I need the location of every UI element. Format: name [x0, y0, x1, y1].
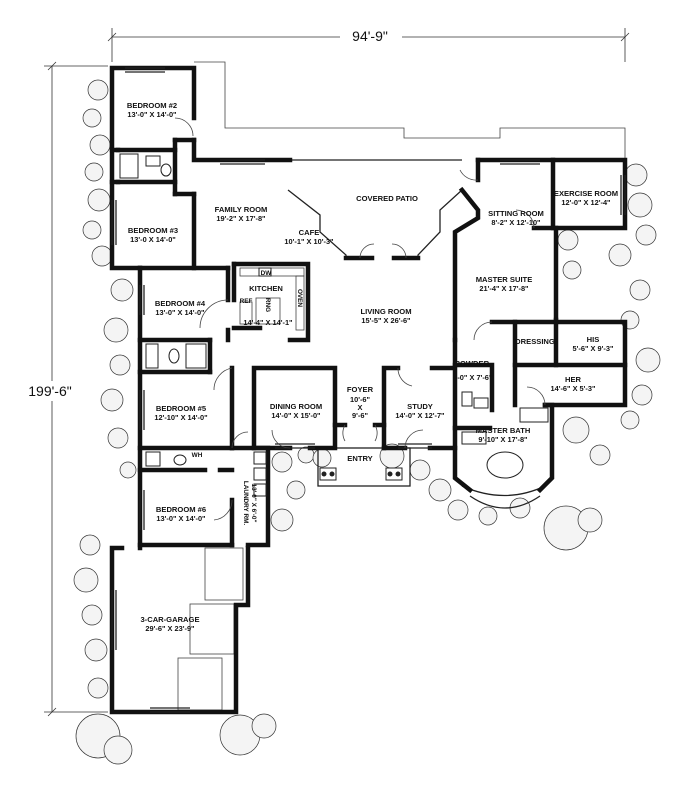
- living-room-name: LIVING ROOM: [360, 307, 411, 316]
- covered-patio-name: COVERED PATIO: [356, 194, 418, 203]
- landscaping: [73, 79, 661, 765]
- family-room-size: 19'-2" X 17'-8": [216, 214, 266, 223]
- bedroom5-size: 12'-10" X 14'-0": [154, 413, 208, 422]
- dressing-name: DRESSING: [515, 337, 555, 346]
- garage-size: 29'-6" X 23'-9": [145, 624, 195, 633]
- doors: [174, 117, 546, 521]
- master-suite-size: 21'-4" X 17'-8": [479, 284, 529, 293]
- sitting-room-name: SITTING ROOM: [488, 209, 544, 218]
- laundry-room-name: LAUNDRY RM.: [242, 481, 249, 526]
- foyer-name: FOYER: [347, 385, 374, 394]
- her-closet-size: 14'-6" X 5'-3": [550, 384, 596, 393]
- bathroom-fixtures: [119, 153, 549, 497]
- water-heater-label: WH: [192, 452, 203, 459]
- bedroom4-name: BEDROOM #4: [155, 299, 206, 308]
- width-dimension: 94'-9": [107, 27, 630, 62]
- powder-name: POWDER: [455, 359, 490, 368]
- refrigerator-label: REF: [240, 298, 253, 305]
- living-room-size: 15'-5" X 26'-6": [361, 316, 411, 325]
- bedroom5-name: BEDROOM #5: [156, 404, 207, 413]
- depth-label: 199'-6": [28, 383, 71, 399]
- width-label: 94'-9": [352, 28, 388, 44]
- laundry-room-size: 13'-0" X 6'-0": [250, 484, 257, 523]
- exercise-room-size: 12'-0" X 12'-4": [561, 198, 611, 207]
- room-labels: BEDROOM #2 13'-0" X 14'-0" BEDROOM #3 13…: [127, 101, 618, 633]
- bedroom6-name: BEDROOM #6: [156, 505, 206, 514]
- bedroom4-size: 13'-0" X 14'-0": [155, 308, 205, 317]
- oven-label: OVEN: [296, 289, 303, 307]
- range-label: RNG: [264, 298, 271, 312]
- bedroom2-name: BEDROOM #2: [127, 101, 177, 110]
- study-name: STUDY: [407, 402, 433, 411]
- dining-room-size: 14'-0" X 15'-0": [271, 411, 321, 420]
- family-room-name: FAMILY ROOM: [215, 205, 268, 214]
- bedroom6-size: 13'-0" X 14'-0": [156, 514, 206, 523]
- exercise-room-name: EXERCISE ROOM: [554, 189, 618, 198]
- depth-dimension: 199'-6": [24, 61, 108, 717]
- cafe-name: CAFE: [299, 228, 320, 237]
- foyer-size-x: X: [358, 403, 363, 412]
- foyer-size-b: 9'-6": [352, 411, 368, 420]
- sitting-room-size: 8'-2" X 12'-10": [491, 218, 541, 227]
- windows: [111, 67, 626, 713]
- walls: [109, 65, 628, 715]
- kitchen-size: 14'-4" X 14'-1": [243, 318, 293, 327]
- bedroom2-size: 13'-0" X 14'-0": [127, 110, 177, 119]
- her-closet-name: HER: [565, 375, 582, 384]
- his-closet-size: 5'-6" X 9'-3": [573, 344, 614, 353]
- cafe-size: 10'-1" X 10'-3": [284, 237, 334, 246]
- master-bath-name: MASTER BATH: [476, 426, 531, 435]
- study-size: 14'-0" X 12'-7": [395, 411, 445, 420]
- bedroom3-size: 13'-0 X 14'-0": [130, 235, 176, 244]
- property-lines: [177, 61, 626, 711]
- his-closet-name: HIS: [587, 335, 600, 344]
- master-bath-size: 9'-10" X 17'-8": [478, 435, 528, 444]
- dining-room-name: DINING ROOM: [270, 402, 322, 411]
- garage-name: 3-CAR-GARAGE: [140, 615, 199, 624]
- powder-size: '-0" X 7'-6": [456, 373, 493, 382]
- master-suite-name: MASTER SUITE: [476, 275, 533, 284]
- kitchen-name: KITCHEN: [249, 284, 283, 293]
- bedroom3-name: BEDROOM #3: [128, 226, 178, 235]
- entry-name: ENTRY: [347, 454, 372, 463]
- foyer-size-a: 10'-6": [350, 395, 371, 404]
- dishwasher-label: DW: [261, 270, 273, 277]
